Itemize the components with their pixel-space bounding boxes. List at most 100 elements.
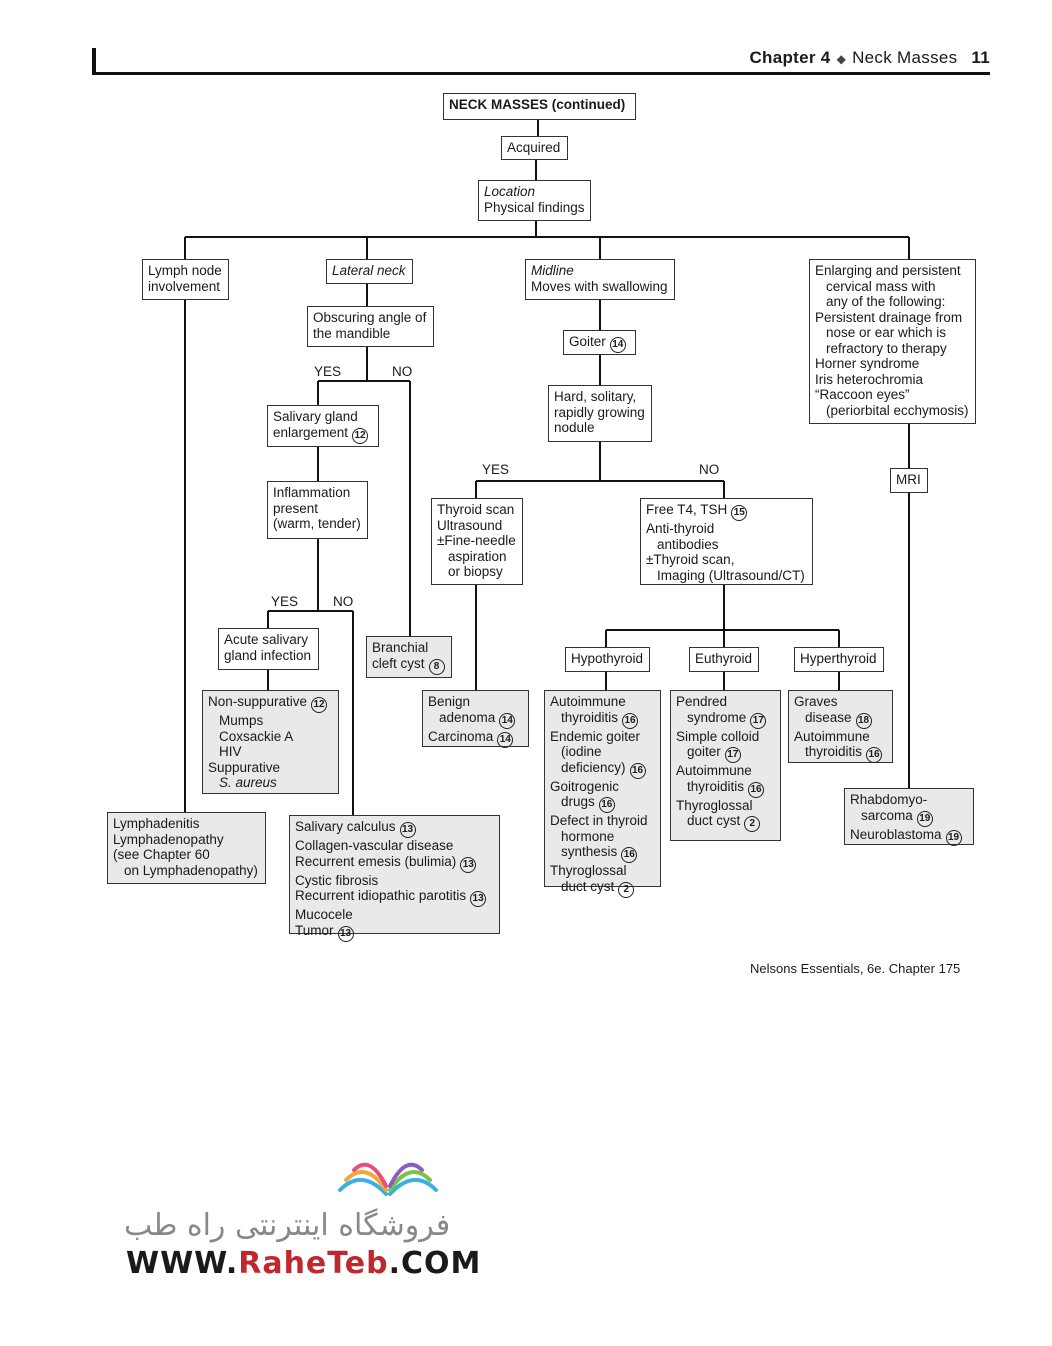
box-line: Graves [794,694,838,709]
chapter-ref-badge: 17 [750,712,767,729]
box-line: syndrome [687,709,747,725]
box-line: synthesis [561,844,618,859]
box-line: cleft cyst [372,655,425,671]
chapter-ref-badge: 8 [428,658,445,675]
box-line: (periorbital ecchymosis) [826,402,969,418]
chapter-ref-badge: 16 [622,712,639,729]
box-line: Thyroid scan [437,502,515,517]
midline-label: Midline [531,263,574,278]
chapter-ref-badge: 15 [731,505,748,521]
box-line: Rhabdomyo- [850,792,928,807]
chapter-ref-badge: 13 [337,925,354,942]
chapter-ref-badge: 16 [621,847,638,863]
box-line: (see Chapter 60 [113,847,210,862]
book-logo-icon [338,1162,438,1196]
no-label: NO [392,364,413,379]
box-line: HIV [219,744,242,759]
box-line: Anti-thyroid [646,521,715,536]
box-line: Endemic goiter [550,728,641,744]
hyperthyroid-box: Hyperthyroid [794,647,884,672]
chapter-ref-badge: 13 [470,891,487,907]
goiter-label: Goiter [569,334,606,349]
box-line: Thyroglossal [550,863,627,878]
box-line: Simple colloid [676,728,760,744]
url-suffix: .COM [388,1246,482,1281]
thyroid-scan-box: Thyroid scan Ultrasound ±Fine-needle asp… [431,498,523,585]
chapter-ref-badge: 18 [855,712,872,729]
chapter-ref-badge: 13 [460,856,477,873]
box-line: Goitrogenic [550,778,620,794]
box-line: (iodine [561,744,602,759]
yes-label: YES [314,364,342,379]
box-line: Collagen-vascular disease [295,838,454,853]
chapter-ref-badge: 2 [744,816,761,832]
box-line: Inflammation [273,485,351,500]
lateral-neck-label: Lateral neck [332,263,406,278]
acquired-label: Acquired [507,140,561,155]
box-line: Defect in thyroid [550,813,648,828]
chapter-ref-badge: 12 [352,427,369,444]
chapter-ref-badge: 16 [629,762,646,779]
box-line: Ultrasound [437,517,503,533]
chapter-ref-badge: 16 [598,797,615,813]
chapter-ref-badge: 16 [866,747,883,763]
box-line: Autoimmune [794,728,870,744]
chapter-ref-badge: 14 [499,712,516,729]
location-box: Location Physical findings [478,180,591,221]
box-line: Iris heterochromia [815,371,924,387]
box-line: Acute salivary [224,632,309,647]
box-line: Salivary calculus [295,819,396,834]
box-line: (warm, tender) [273,516,361,531]
box-line: nose or ear which is [826,325,947,340]
box-line: deficiency) [561,759,626,775]
inflammation-box: Inflammation present (warm, tender) [267,481,368,539]
box-line: on Lymphadenopathy) [124,862,258,878]
chapter-ref-badge: 19 [916,810,933,827]
hypothyroid-label: Hypothyroid [571,651,644,666]
mri-box: MRI [890,468,928,493]
box-line: Recurrent emesis (bulimia) [295,853,457,869]
diagram-title: NECK MASSES (continued) [449,97,626,112]
citation: Nelsons Essentials, 6e. Chapter 175 [750,961,961,976]
box-line: Carcinoma [428,728,494,744]
box-line: Moves with swallowing [531,278,668,294]
box-line: Autoimmune [550,694,626,709]
chapter-ref-badge: 12 [311,697,328,713]
box-line: Mumps [219,713,264,728]
box-line: thyroiditis [687,778,745,794]
box-line: ±Fine-needle [437,533,516,548]
hard-nodule-box: Hard, solitary, rapidly growing nodule [548,385,652,442]
box-line: thyroiditis [561,709,619,725]
box-line: Pendred [676,694,728,709]
box-line: Persistent drainage from [815,309,963,325]
box-line: sarcoma [861,807,913,823]
box-line: rapidly growing [554,404,645,420]
box-line: duct cyst [561,878,615,894]
obscuring-angle-box: Obscuring angle of the mandible [307,306,434,347]
box-line: Enlarging and persistent [815,263,961,278]
box-line: duct cyst [687,813,741,828]
header-rule [92,72,990,75]
box-line: nodule [554,420,595,435]
url-brand: RaheTeb [238,1246,389,1281]
acquired-box: Acquired [501,136,568,160]
chapter-ref-badge: 13 [399,822,416,838]
box-line: Coxsackie A [219,728,294,744]
box-line: Autoimmune [676,763,752,778]
box-line: thyroiditis [805,744,863,759]
chapter-ref-badge: 19 [945,829,962,846]
watermark-url: WWW.RaheTeb.COM [126,1246,481,1281]
enlarging-mass-box: Enlarging and persistent cervical mass w… [809,259,976,424]
box-line: Benign [428,694,471,709]
chapter-ref-badge: 14 [609,337,626,353]
box-line: antibodies [657,536,719,552]
box-line: the mandible [313,325,391,341]
box-line: enlargement [273,424,349,440]
box-line: drugs [561,794,595,809]
box-line: Obscuring angle of [313,310,427,325]
